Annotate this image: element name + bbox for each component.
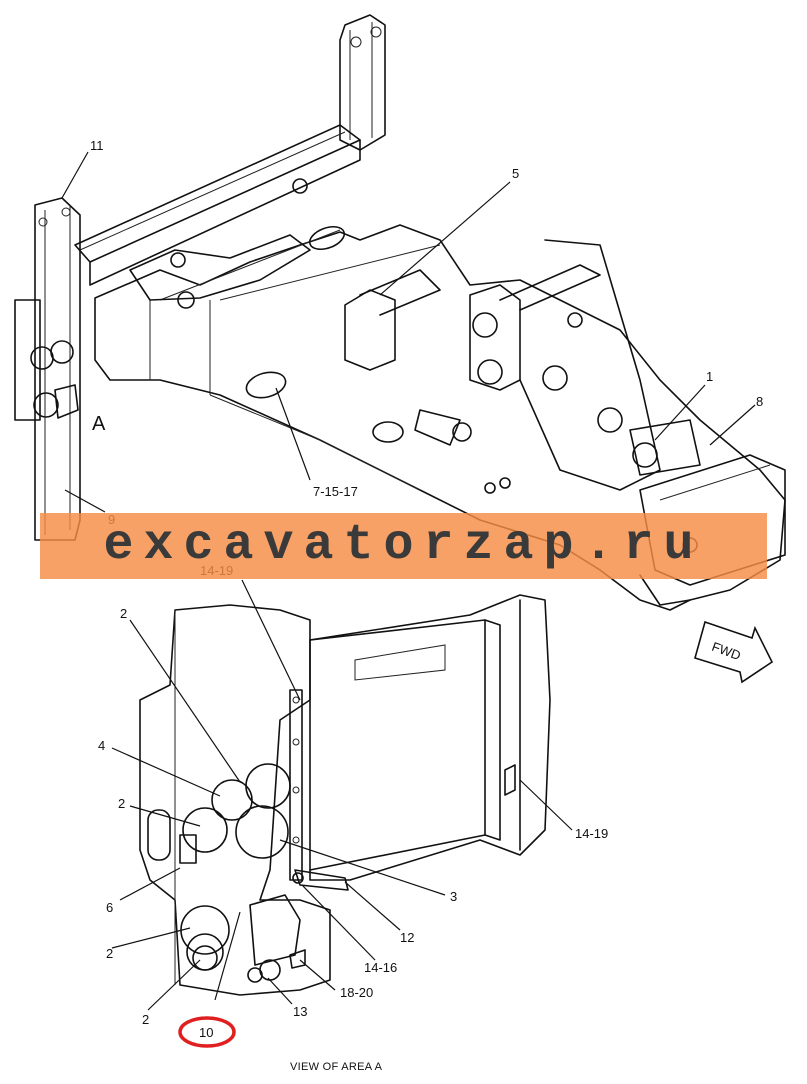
- callout-1: 1: [706, 369, 713, 384]
- callout-6: 6: [106, 900, 113, 915]
- view-caption: VIEW OF AREA A: [290, 1061, 383, 1073]
- callout-11: 11: [90, 138, 104, 153]
- callout-5: 5: [512, 166, 519, 181]
- watermark-text: excavatorzap.ru: [103, 517, 704, 574]
- watermark-band: [40, 513, 767, 579]
- callout-14-19-right: 14-19: [575, 826, 608, 841]
- leader-lines: [61, 151, 756, 1011]
- callout-2-d: 2: [142, 1012, 149, 1027]
- callout-10-highlighted: 10: [178, 1016, 236, 1048]
- callout-8: 8: [756, 394, 763, 409]
- callout-14-16: 14-16: [364, 960, 397, 975]
- callout-labels: 11 5 1 8 9 7-15-17 14-19 2 4 2 6 2 2 13 …: [90, 138, 763, 1027]
- highlight-ring: [178, 1016, 236, 1048]
- callout-2-b: 2: [118, 796, 125, 811]
- callout-13: 13: [293, 1004, 307, 1019]
- detail-view-drawing: [139, 594, 551, 996]
- callout-10: 10: [199, 1025, 213, 1040]
- callout-4: 4: [98, 738, 105, 753]
- area-marker: A: [92, 413, 106, 435]
- callout-2-a: 2: [120, 606, 127, 621]
- callout-3: 3: [450, 889, 457, 904]
- callout-18-20: 18-20: [340, 985, 373, 1000]
- callout-2-c: 2: [106, 946, 113, 961]
- forward-arrow-icon: FWD: [694, 620, 774, 684]
- callout-7-15-17: 7-15-17: [313, 484, 358, 499]
- callout-12: 12: [400, 930, 414, 945]
- main-frame-drawing: [14, 14, 786, 611]
